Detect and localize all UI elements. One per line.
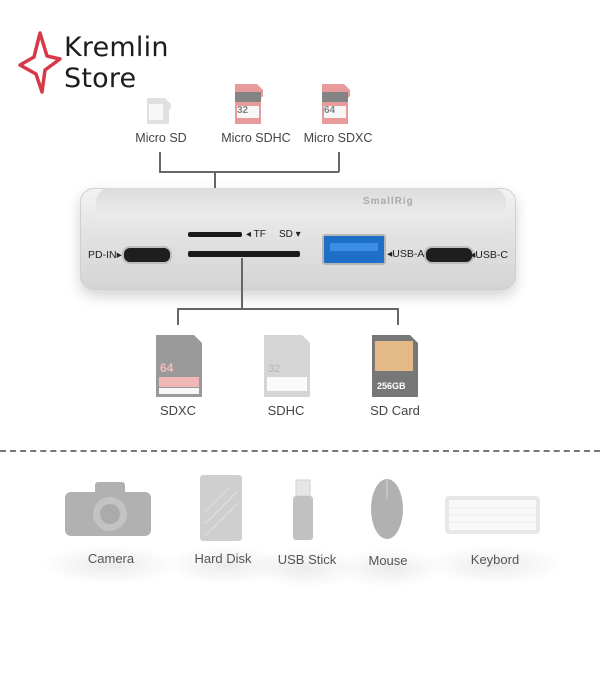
sdhc-card: 32 [262,333,312,399]
usb-c-port [424,246,474,264]
keyboard-label: Keybord [470,552,520,567]
mouse-label: Mouse [368,553,408,568]
pd-in-port [122,246,172,264]
pd-in-label: PD-IN▸ [88,249,122,261]
keyboard-shadow [425,545,565,585]
sd-card-label: SD Card [370,403,420,418]
sd-card: 256GB [370,333,420,399]
micro-sd-card [143,94,175,126]
sdhc-capacity: 32 [268,363,281,375]
top-bracket-left [159,152,161,172]
bottom-bracket-right [397,308,399,325]
micro-sd-label: Micro SD [135,131,187,145]
usb-c-label: ◂USB-C [470,249,508,261]
micro-sdxc-label: Micro SDXC [303,131,373,145]
dashed-divider [0,450,600,452]
mouse-icon [369,477,405,541]
sdxc-card: 64 [154,333,204,399]
usb-a-label: ◂USB-A [387,248,425,260]
top-bracket-line [159,171,339,173]
camera-label: Camera [87,551,135,566]
tf-label: ◂ TF [246,229,266,240]
micro-sdxc-capacity: 64 [324,105,336,116]
camera-icon [63,478,153,538]
hard-disk-shadow [165,545,285,585]
brand-line-2: Store [64,63,137,94]
hub-top-face [96,188,506,218]
star-logo-icon [18,31,62,94]
bottom-bracket-left [177,308,179,325]
tf-slot [188,232,242,237]
keyboard-icon [444,495,541,535]
brand-logo: Kremlin Store [16,30,206,100]
sd-slot [188,251,300,257]
usb-stick-icon [290,478,316,542]
micro-sdhc-label: Micro SDHC [221,131,291,145]
top-bracket-right [338,152,340,172]
sd-connector-line [241,258,243,309]
camera-shadow [40,545,180,585]
hub-brand-mark: SmallRig [363,196,414,207]
sd-card-capacity: 256GB [377,381,406,391]
hard-disk-label: Hard Disk [194,551,252,566]
sdxc-label: SDXC [159,403,197,418]
micro-sdxc-card: 64 [318,82,354,126]
bottom-bracket-line [177,308,398,310]
hard-disk-icon [199,474,243,542]
sdhc-label: SDHC [267,403,305,418]
sd-label: SD ▾ [279,229,301,240]
usb-stick-label: USB Stick [277,552,337,567]
mouse-shadow [335,548,445,588]
sdxc-capacity: 64 [160,361,174,375]
brand-line-1: Kremlin [64,32,169,63]
micro-sdhc-card: 32 [231,82,267,126]
usb-stick-shadow [250,548,360,588]
micro-sdhc-capacity: 32 [237,105,249,116]
usb-a-port [322,234,386,265]
